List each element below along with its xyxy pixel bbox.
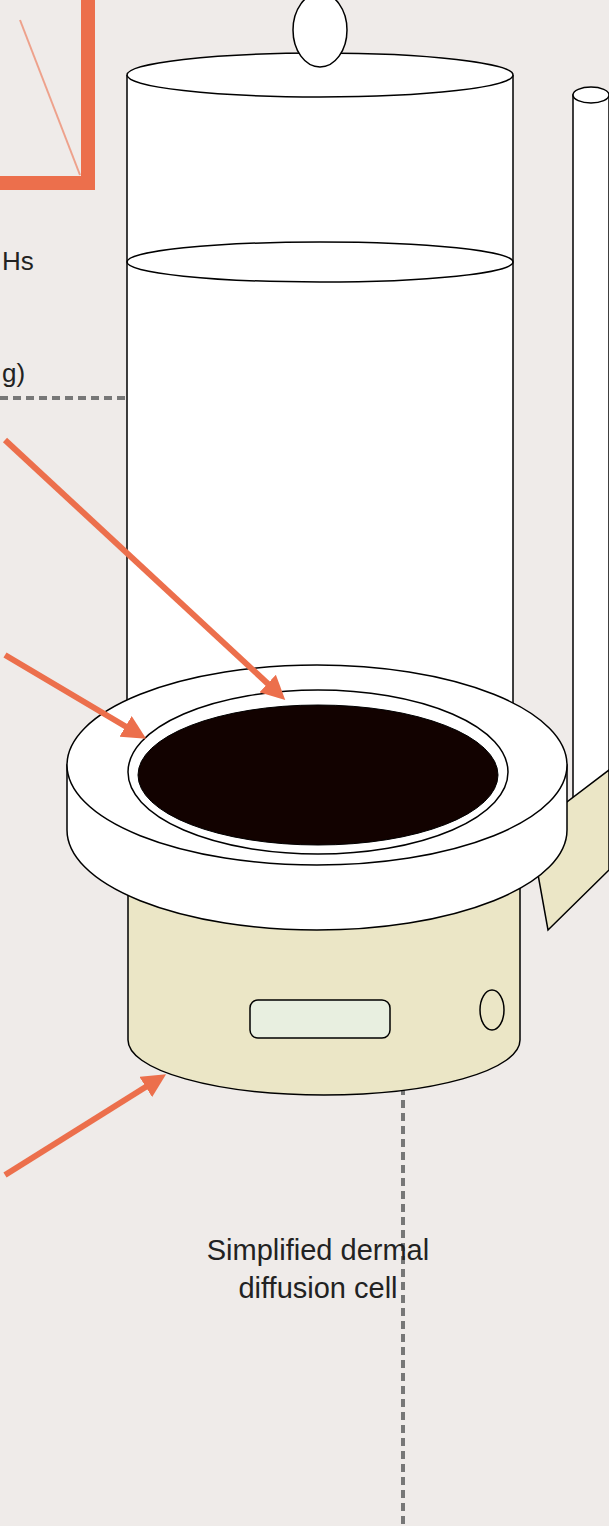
skin-membrane bbox=[138, 705, 498, 845]
big-arrow-shade bbox=[20, 20, 80, 175]
membrane-ring bbox=[128, 690, 508, 854]
leader-arrow bbox=[5, 655, 140, 735]
leader-arrow bbox=[5, 440, 280, 695]
liquid-level bbox=[127, 242, 513, 282]
cap-knob bbox=[293, 0, 347, 67]
side-port bbox=[480, 990, 504, 1030]
label-text: Hs bbox=[2, 246, 34, 277]
sampling-arm-top bbox=[573, 87, 609, 103]
sampling-arm bbox=[573, 95, 609, 805]
caption: Simplified dermal diffusion cell bbox=[168, 1232, 468, 1307]
stir-bar bbox=[250, 1000, 390, 1038]
big-arrow bbox=[0, 0, 88, 183]
flange-top bbox=[67, 665, 567, 865]
leader-arrow bbox=[5, 1078, 160, 1175]
label-text: g) bbox=[2, 358, 25, 389]
